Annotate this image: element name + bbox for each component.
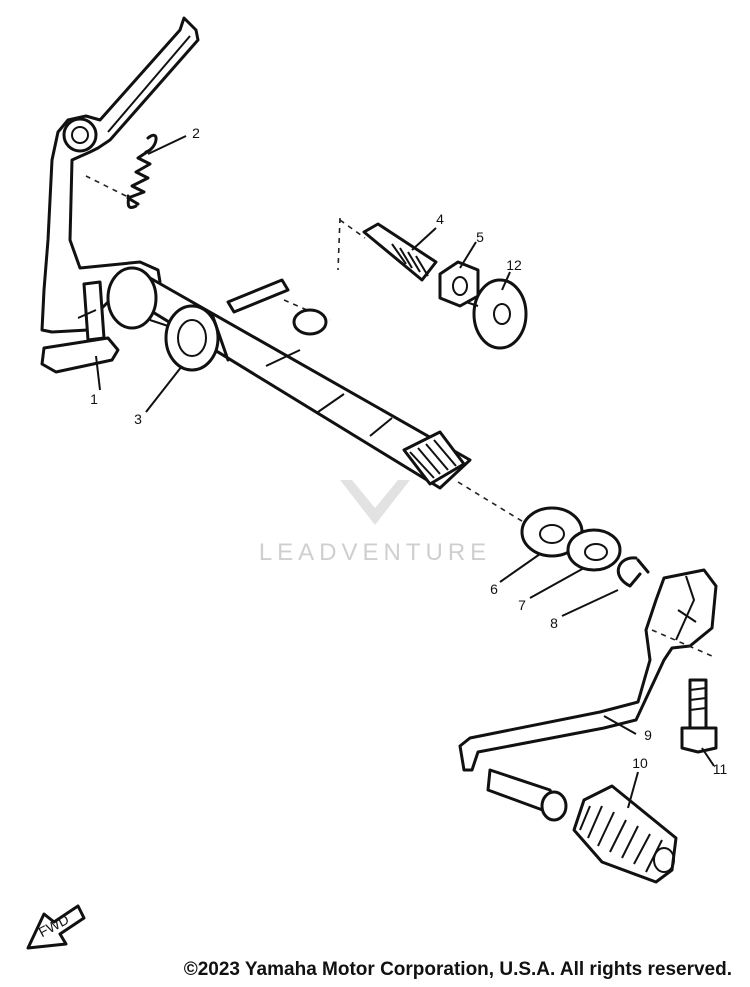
part-12-washer bbox=[465, 278, 528, 350]
part-7-washer bbox=[566, 528, 622, 572]
callout-3: 3 bbox=[134, 411, 142, 427]
part-4-bolt bbox=[337, 217, 438, 282]
part-5-nut bbox=[438, 260, 480, 308]
leader-4 bbox=[411, 227, 437, 251]
callout-4: 4 bbox=[436, 211, 444, 227]
callout-11: 11 bbox=[713, 761, 728, 777]
leader-3 bbox=[145, 365, 183, 413]
copyright-footer: ©2023 Yamaha Motor Corporation, U.S.A. A… bbox=[183, 959, 732, 980]
leader-2 bbox=[147, 135, 187, 155]
watermark-text: LEADVENTURE bbox=[259, 539, 491, 566]
leader-11 bbox=[701, 747, 715, 767]
part-3-collar bbox=[164, 304, 230, 372]
leader-9 bbox=[603, 715, 637, 735]
watermark: LEADVENTURE bbox=[259, 480, 491, 566]
watermark-logo-icon bbox=[340, 480, 410, 525]
leader-1 bbox=[95, 355, 101, 391]
part-2-spring bbox=[85, 133, 158, 209]
callout-7: 7 bbox=[518, 597, 526, 613]
part-1-shift-arm bbox=[40, 16, 200, 374]
leader-6 bbox=[499, 553, 541, 583]
callout-1: 1 bbox=[90, 391, 98, 407]
shift-shaft bbox=[106, 266, 472, 490]
callout-6: 6 bbox=[490, 581, 498, 597]
callout-8: 8 bbox=[550, 615, 558, 631]
leader-8 bbox=[561, 589, 619, 617]
leader-10 bbox=[627, 771, 639, 809]
part-10-pedal-rubber bbox=[572, 784, 678, 884]
callout-2: 2 bbox=[192, 125, 200, 141]
part-11-bolt bbox=[680, 678, 718, 754]
part-9-shift-pedal bbox=[458, 568, 718, 822]
leader-7 bbox=[529, 567, 585, 599]
leader-12 bbox=[501, 271, 511, 291]
callout-9: 9 bbox=[644, 727, 652, 743]
fwd-arrow-icon: FWD bbox=[26, 904, 86, 950]
leader-5 bbox=[459, 241, 477, 269]
callout-10: 10 bbox=[632, 755, 648, 771]
callout-12: 12 bbox=[506, 257, 522, 273]
part-6-washer bbox=[457, 481, 584, 558]
callout-5: 5 bbox=[476, 229, 484, 245]
part-8-circlip bbox=[616, 556, 650, 588]
